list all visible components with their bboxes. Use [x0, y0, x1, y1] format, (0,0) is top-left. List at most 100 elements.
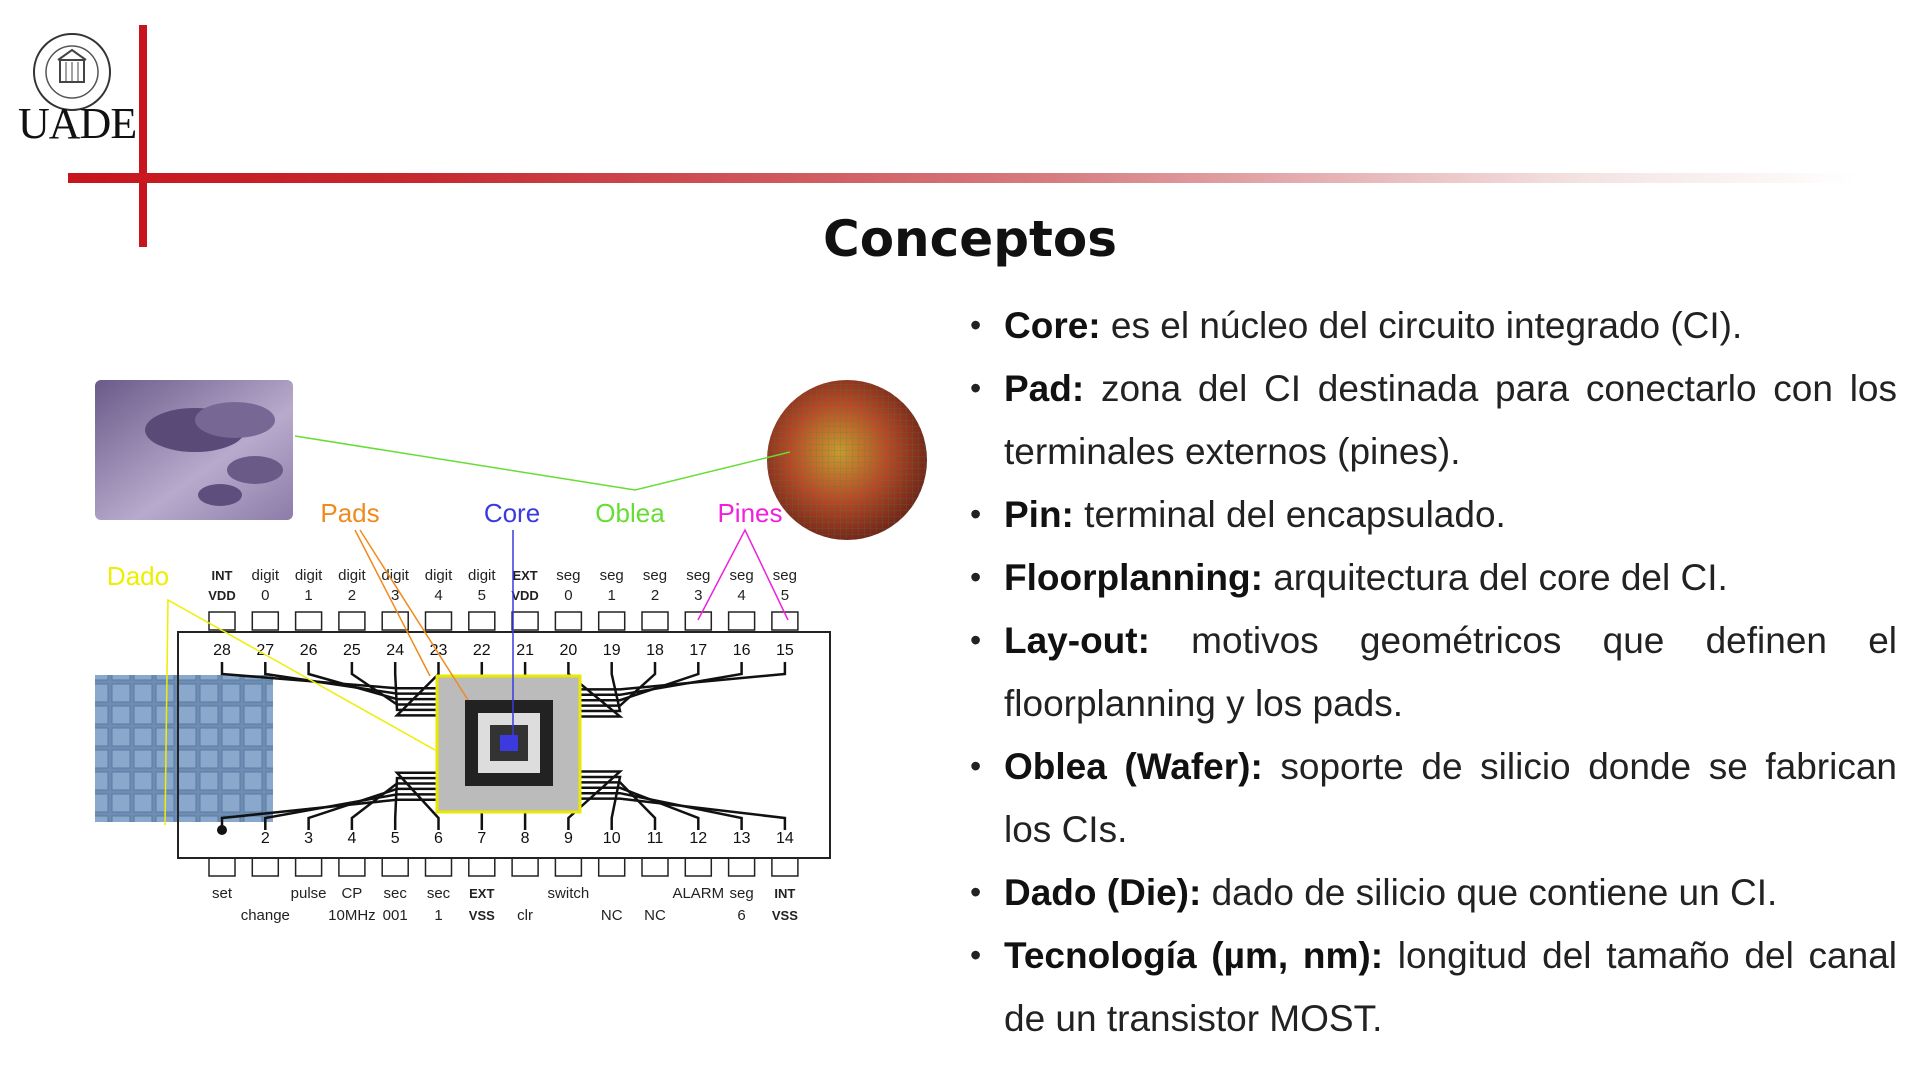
pin-number: 11 — [647, 830, 664, 847]
bottom-pin-label: sec — [427, 885, 451, 902]
definition: dado de silicio que contiene un CI. — [1201, 872, 1778, 913]
pad — [208, 611, 236, 631]
trace — [580, 662, 622, 713]
top-pin-label: digit — [338, 567, 366, 584]
pad — [424, 857, 453, 877]
pad — [468, 611, 496, 631]
pin-number: 28 — [213, 642, 231, 659]
top-pin-label: 4 — [737, 587, 745, 604]
term: Pad: — [1004, 368, 1085, 409]
term: Pin: — [1004, 494, 1074, 535]
pin-number: 19 — [603, 642, 621, 659]
bottom-pin-label: INT — [774, 886, 795, 901]
pin-number: 21 — [516, 642, 534, 659]
pin-number: 14 — [776, 830, 794, 847]
pad — [338, 611, 366, 631]
pin-number: 5 — [391, 830, 400, 847]
trace — [350, 662, 437, 706]
pin-number: 26 — [300, 642, 318, 659]
top-pin-label: INT — [212, 568, 233, 583]
pad — [424, 611, 453, 631]
top-pin-label: 0 — [564, 587, 572, 604]
pin-number: 3 — [304, 830, 313, 847]
red-vertical-bar — [139, 25, 147, 247]
pad — [251, 611, 280, 631]
definition: motivos geométricos que definen el floor… — [1004, 620, 1897, 724]
term: Oblea (Wafer): — [1004, 746, 1263, 787]
definition: es el núcleo del circuito integrado (CI)… — [1100, 305, 1743, 346]
top-pin-label: 4 — [434, 587, 442, 604]
list-item: Oblea (Wafer): soporte de silicio donde … — [970, 735, 1897, 861]
top-pin-label: seg — [730, 567, 754, 584]
bottom-pin-label: NC — [601, 907, 623, 924]
pad — [554, 611, 583, 631]
top-pin-label: seg — [643, 567, 667, 584]
bottom-pin-label: ALARM — [672, 885, 724, 902]
pin-number: 7 — [477, 830, 486, 847]
bottom-pin-label: EXT — [469, 886, 494, 901]
top-pin-label: digit — [252, 567, 280, 584]
chip-package — [177, 631, 831, 859]
pin-number: 6 — [434, 830, 443, 847]
top-pin-label: 1 — [304, 587, 312, 604]
bottom-pin-label: pulse — [291, 885, 327, 902]
concept-list: Core: es el núcleo del circuito integrad… — [970, 294, 1897, 1050]
pad — [684, 857, 713, 877]
pad — [684, 611, 713, 631]
pad — [381, 611, 409, 631]
core-label: Core — [484, 498, 540, 528]
pad — [251, 857, 280, 877]
trace — [567, 770, 624, 830]
pin-number: 17 — [689, 642, 707, 659]
pad — [597, 611, 626, 631]
ic-diagram: 28INTVDD27digit026digit125digit224digit3… — [95, 380, 927, 924]
bottom-pin-label: 6 — [737, 907, 745, 924]
pines-label: Pines — [717, 498, 782, 528]
page-title: Conceptos — [823, 210, 1117, 268]
pad — [727, 611, 756, 631]
trace — [394, 771, 440, 830]
trace — [307, 662, 437, 701]
top-pin-label: seg — [556, 567, 580, 584]
bottom-pin-label: switch — [548, 885, 590, 902]
pin-number: 16 — [733, 642, 751, 659]
oblea-label: Oblea — [595, 498, 665, 528]
bottom-pin-label: 1 — [434, 907, 442, 924]
top-pin-label: seg — [686, 567, 710, 584]
definition: longitud del tamaño del canal de un tran… — [1004, 935, 1897, 1039]
top-pin-label: seg — [600, 567, 624, 584]
bottom-pin-label: VSS — [772, 908, 798, 923]
bottom-pin-label: seg — [730, 885, 754, 902]
list-item: Tecnología (µm, nm): longitud del tamaño… — [970, 924, 1897, 1050]
top-pin-label: 3 — [694, 587, 702, 604]
term: Core: — [1004, 305, 1101, 346]
top-pin-label: 5 — [478, 587, 486, 604]
pin-number: 13 — [733, 830, 751, 847]
trace — [393, 776, 437, 830]
pad — [294, 611, 323, 631]
list-item: Core: es el núcleo del circuito integrad… — [970, 294, 1897, 357]
definition: arquitectura del core del CI. — [1262, 557, 1728, 598]
pad — [511, 611, 539, 631]
bottom-pin-label: change — [241, 907, 290, 924]
core-die — [435, 674, 582, 814]
pads-label: Pads — [320, 498, 379, 528]
trace — [580, 662, 787, 691]
list-item: Dado (Die): dado de silicio que contiene… — [970, 861, 1897, 924]
bottom-pin-label: sec — [384, 885, 408, 902]
bottom-pin-label: set — [212, 885, 233, 902]
bottom-pin-label: VSS — [469, 908, 495, 923]
trace — [393, 662, 440, 717]
pad — [294, 857, 323, 877]
pad — [641, 857, 669, 877]
top-pin-label: 3 — [391, 587, 399, 604]
bottom-pin-label: clr — [517, 907, 533, 924]
definition: terminal del encapsulado. — [1073, 494, 1506, 535]
pad — [554, 857, 583, 877]
pin-number: 10 — [603, 830, 621, 847]
pin-number: 22 — [473, 642, 491, 659]
list-item: Pad: zona del CI destinada para conectar… — [970, 357, 1897, 483]
pin-number: 8 — [521, 830, 530, 847]
list-item: Lay-out: motivos geométricos que definen… — [970, 609, 1897, 735]
top-pin-label: 0 — [261, 587, 269, 604]
